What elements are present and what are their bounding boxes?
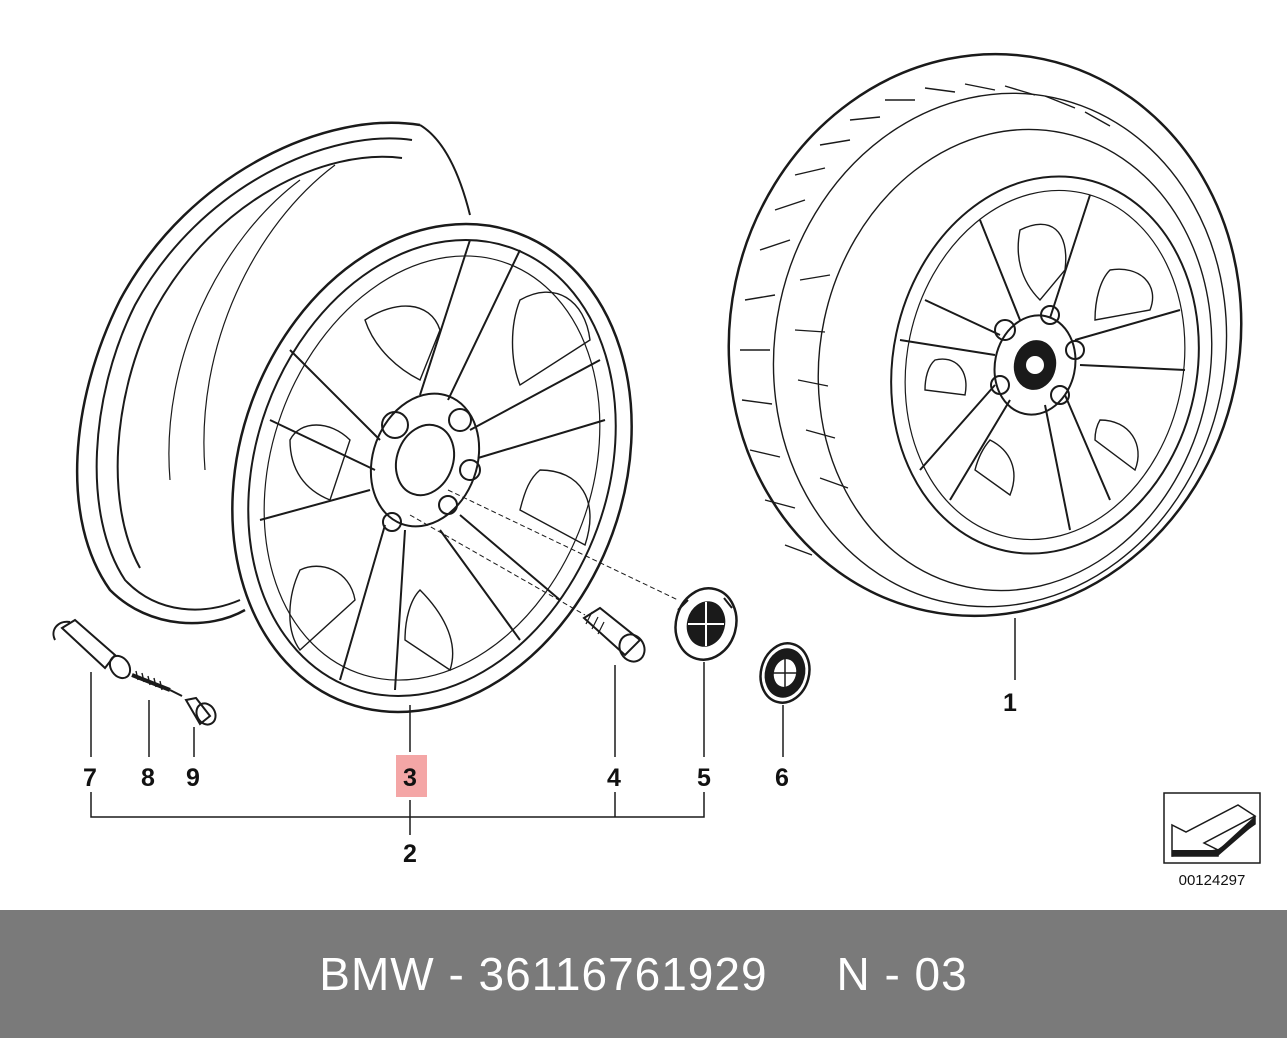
wheel-with-tire-icon	[727, 52, 1243, 618]
reference-arrow-box: 00124297	[1163, 792, 1261, 889]
exploded-parts-diagram: 1 2 3 4 5 6 7 8 9 00124297	[52, 52, 1261, 889]
leader-lines	[90, 618, 1016, 835]
arrow-icon	[1171, 804, 1257, 857]
valve-stem-icon	[52, 618, 132, 680]
valve-core-icon	[131, 670, 183, 697]
callout-4: 4	[607, 764, 621, 792]
callout-2: 2	[403, 840, 417, 868]
callout-7: 7	[83, 764, 97, 792]
wheel-bolt-icon	[582, 606, 646, 663]
reference-number: 00124297	[1179, 872, 1246, 889]
part-number-label: BMW - 36116761929 N - 03	[319, 948, 968, 1000]
callout-6: 6	[775, 764, 789, 792]
wheel-rim-icon	[75, 121, 633, 714]
callout-5: 5	[697, 764, 711, 792]
callout-9: 9	[186, 764, 200, 792]
assembly-line	[409, 514, 586, 616]
callout-highlight	[396, 755, 427, 797]
assembly-line	[447, 489, 679, 601]
callout-8: 8	[141, 764, 155, 792]
valve-cap-icon	[184, 696, 217, 726]
footer-bar: BMW - 36116761929 N - 03	[0, 910, 1287, 1038]
callout-3: 3	[403, 764, 417, 792]
emblem-icon	[759, 642, 811, 704]
center-cap-icon	[674, 587, 738, 661]
callout-1: 1	[1003, 689, 1017, 717]
